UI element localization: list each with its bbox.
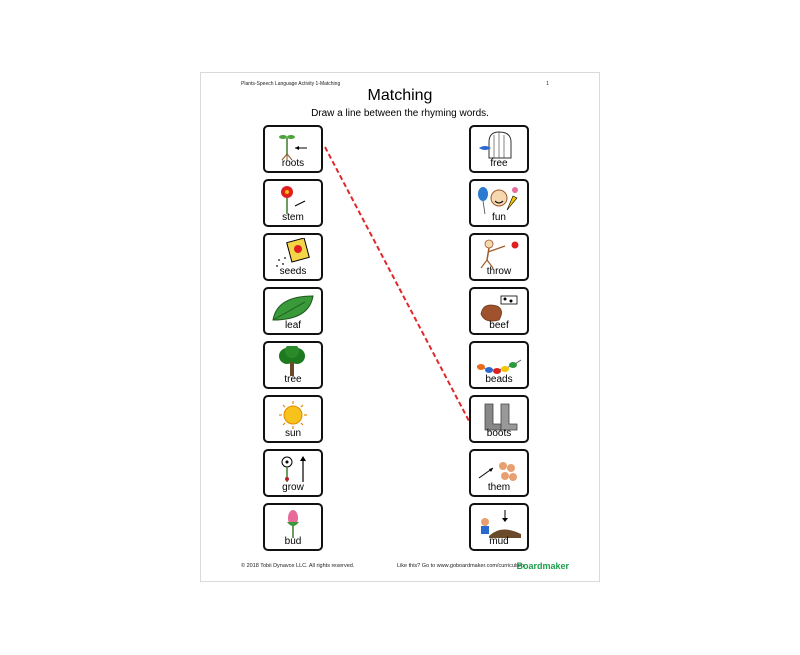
flower-icon: [281, 186, 306, 214]
card-throw[interactable]: throw: [469, 233, 529, 281]
seed-packet-icon: [276, 238, 310, 267]
sprout-icon: [279, 135, 307, 161]
example-match-line: [324, 146, 470, 422]
party-icon: [478, 187, 518, 215]
leaf-icon: [272, 295, 314, 321]
bird-cage-icon: [479, 131, 512, 159]
boardmaker-logo: Boardmaker: [516, 561, 569, 571]
card-fun[interactable]: fun: [469, 179, 529, 227]
card-word: leaf: [284, 320, 302, 331]
copyright-text: © 2018 Tobii Dynavox LLC. All rights res…: [241, 563, 355, 569]
card-leaf[interactable]: leaf: [263, 287, 323, 335]
match-line-layer: [324, 146, 470, 422]
card-word: tree: [284, 374, 302, 385]
card-word: fun: [492, 212, 506, 223]
worksheet-page: Plants-Speech Language Activity 1-Matchi…: [200, 72, 600, 582]
people-group-icon: [478, 462, 517, 481]
mud-icon: [481, 510, 521, 538]
card-sun[interactable]: sun: [263, 395, 323, 443]
promo-link[interactable]: Like this? Go to www.goboardmaker.com/cu…: [397, 563, 524, 569]
card-them[interactable]: them: [469, 449, 529, 497]
page-title: Matching: [367, 87, 433, 104]
instruction-text: Draw a line between the rhyming words.: [311, 108, 489, 119]
card-word: seeds: [279, 266, 307, 277]
card-word: roots: [281, 158, 305, 169]
tree-icon: [279, 346, 305, 376]
card-word: mud: [489, 536, 509, 547]
card-word: beef: [489, 320, 509, 331]
card-stem[interactable]: stem: [263, 179, 323, 227]
card-word: throw: [486, 266, 512, 277]
card-boots[interactable]: boots: [469, 395, 529, 443]
card-word: stem: [282, 212, 304, 223]
card-word: boots: [486, 428, 512, 439]
card-word: beads: [485, 374, 513, 385]
card-word: sun: [284, 428, 302, 439]
beads-icon: [476, 359, 522, 374]
card-word: them: [487, 482, 511, 493]
card-free[interactable]: free: [469, 125, 529, 173]
card-word: grow: [282, 482, 304, 493]
flower-growing-icon: [281, 456, 306, 482]
card-mud[interactable]: mud: [469, 503, 529, 551]
page-number: 1: [546, 81, 549, 87]
boots-icon: [484, 403, 518, 431]
activity-header: Plants-Speech Language Activity 1-Matchi…: [241, 81, 341, 87]
card-bud[interactable]: bud: [263, 503, 323, 551]
card-beads[interactable]: beads: [469, 341, 529, 389]
card-roots[interactable]: roots: [263, 125, 323, 173]
card-tree[interactable]: tree: [263, 341, 323, 389]
bud-icon: [287, 510, 299, 538]
throwing-ball-icon: [480, 239, 519, 269]
beef-icon: [480, 295, 518, 322]
card-word: free: [490, 158, 508, 169]
card-word: bud: [284, 536, 302, 547]
card-seeds[interactable]: seeds: [263, 233, 323, 281]
card-beef[interactable]: beef: [469, 287, 529, 335]
sun-icon: [279, 401, 307, 429]
card-grow[interactable]: grow: [263, 449, 323, 497]
